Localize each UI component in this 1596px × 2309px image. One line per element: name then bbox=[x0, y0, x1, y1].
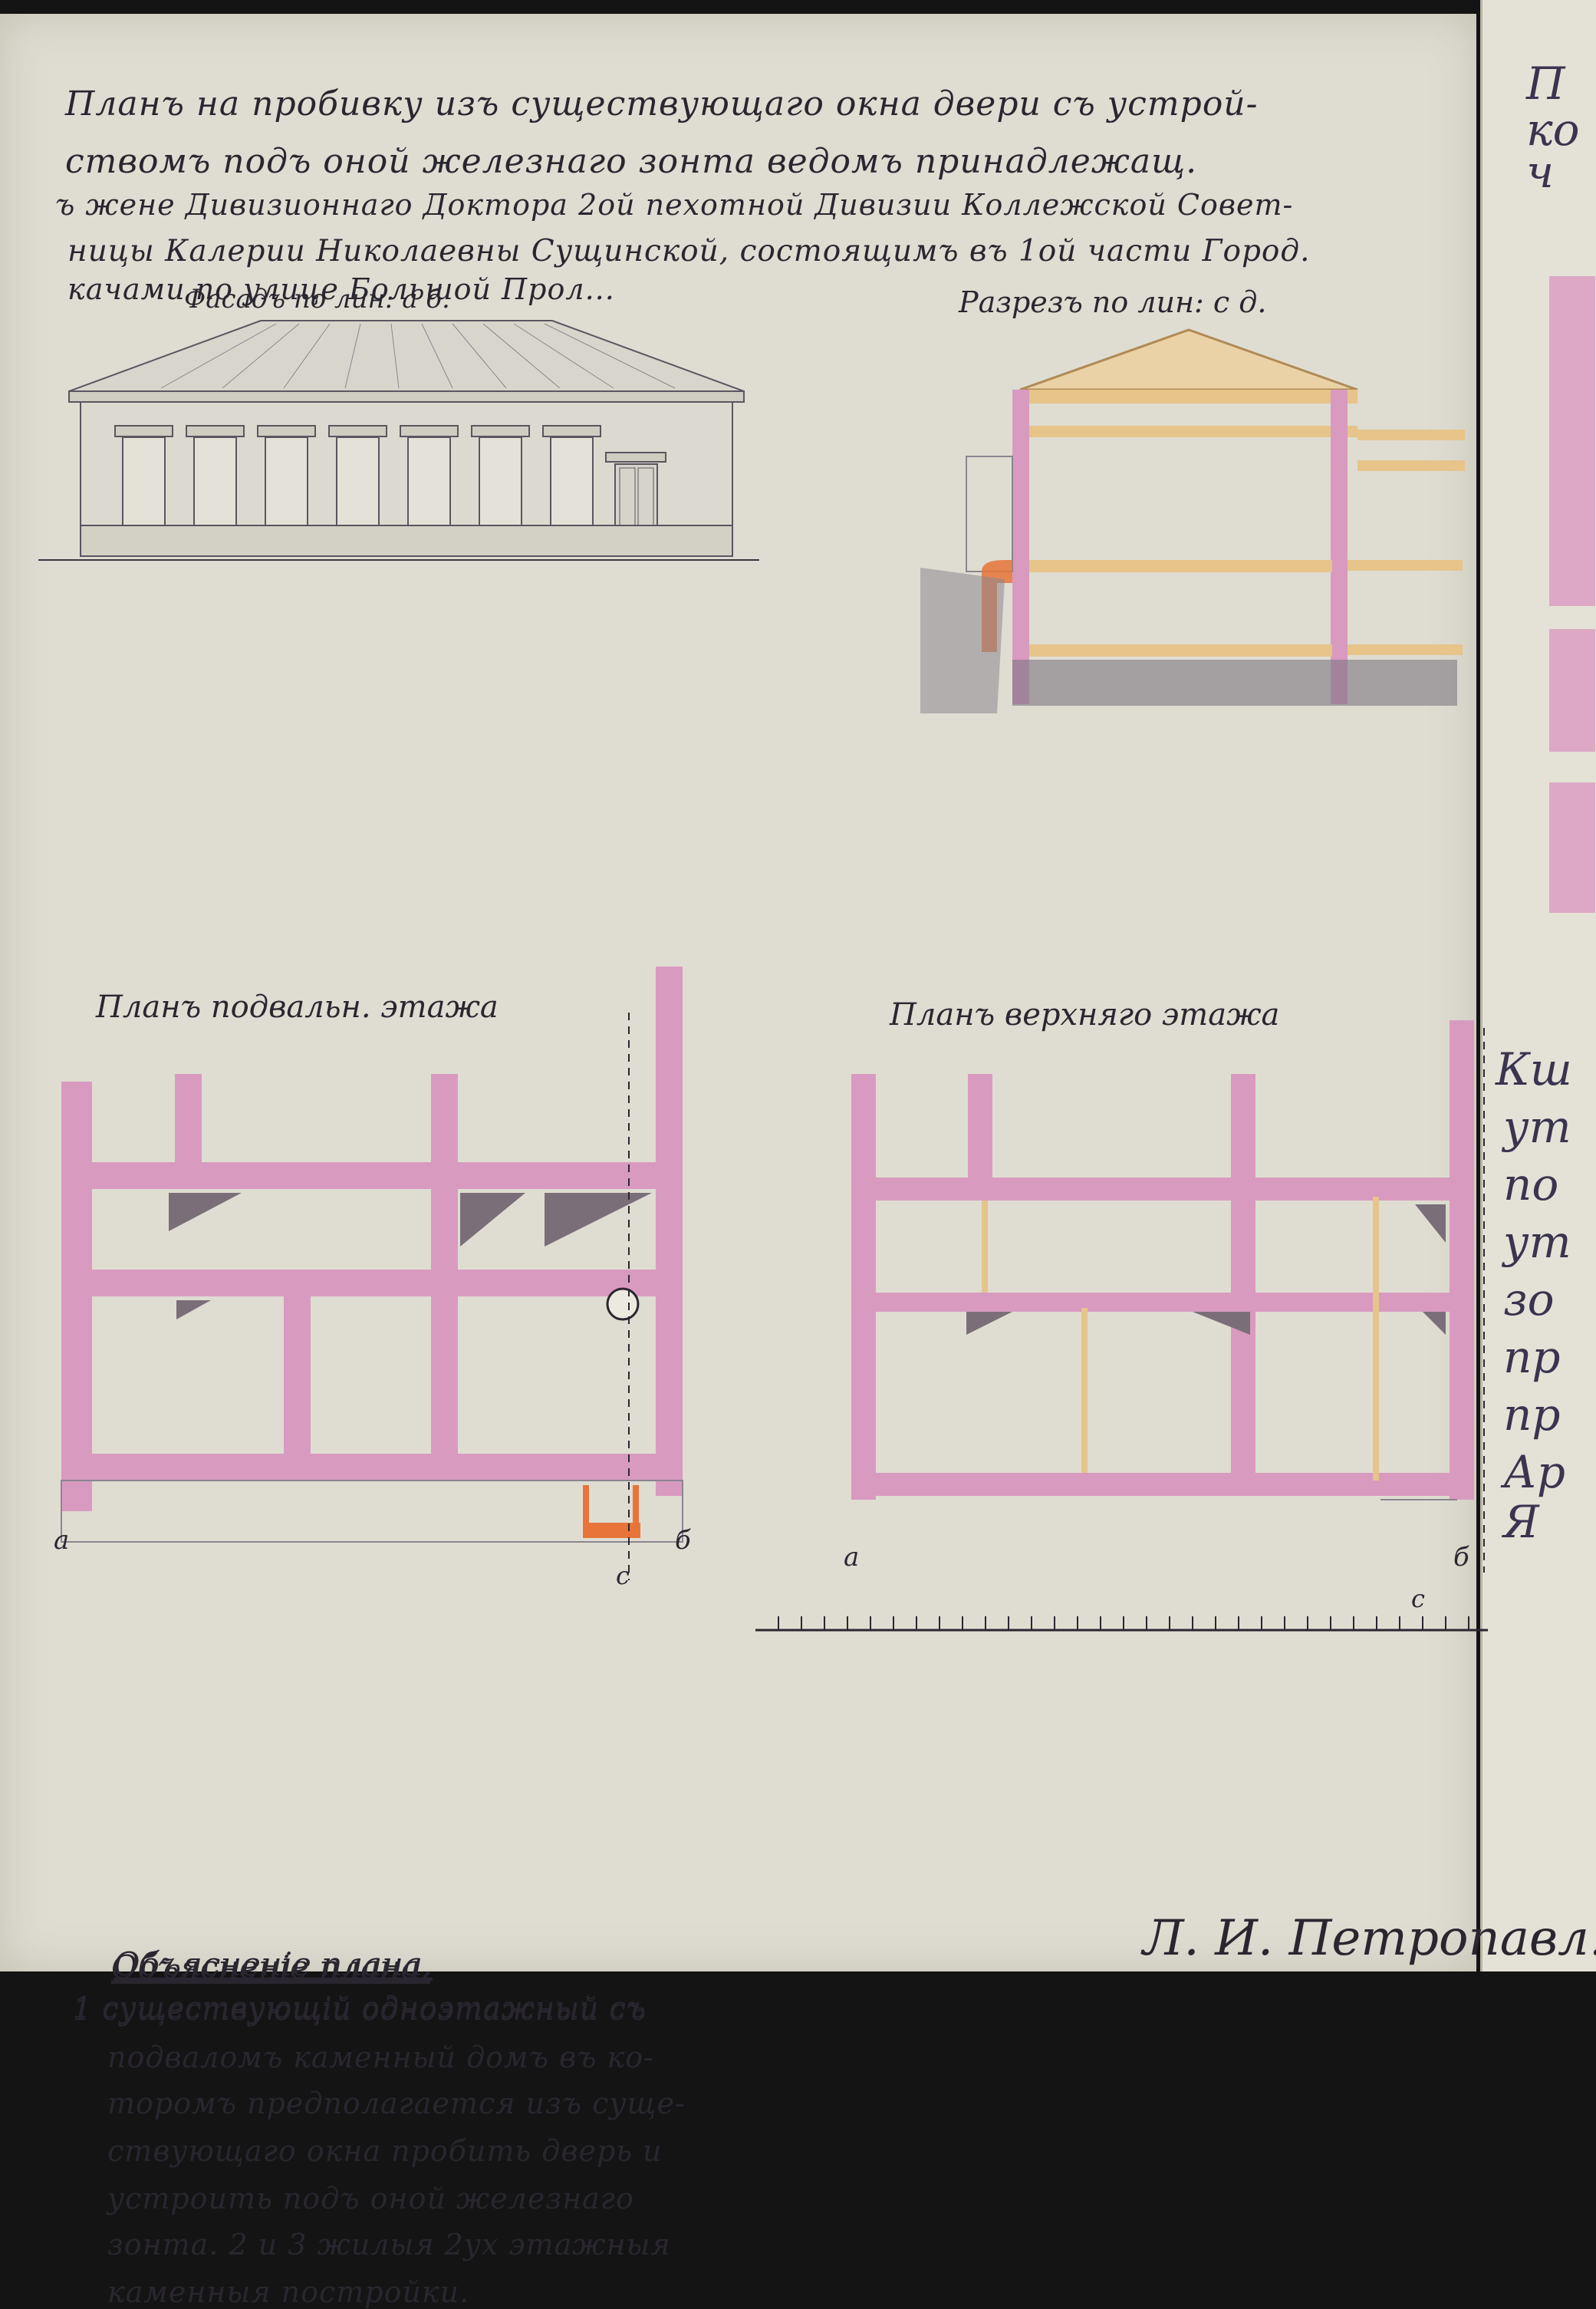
right-margin-line: ут bbox=[1503, 1216, 1571, 1268]
title-line: ницы Калерии Николаевны Сущинской, состо… bbox=[67, 234, 1311, 268]
right-margin-line: пр bbox=[1503, 1388, 1561, 1441]
right-margin-line: ут bbox=[1503, 1101, 1571, 1153]
building-section bbox=[920, 328, 1465, 713]
legend-line-7: каменныя постройки. bbox=[107, 2275, 470, 2309]
marker-b-basement: б bbox=[675, 1525, 691, 1556]
title-line: ъ жене Дивизионнаго Доктора 2ой пехотной… bbox=[55, 188, 1294, 222]
marker-c-upper: с bbox=[1411, 1584, 1425, 1613]
right-margin-line: Ар bbox=[1503, 1446, 1566, 1498]
title-line: качами по улице Большой Прол... bbox=[67, 272, 615, 306]
right-top-line: П bbox=[1526, 58, 1565, 110]
legend-line-2: подваломъ каменный домъ въ ко- bbox=[107, 2041, 654, 2074]
marker-c-basement: с bbox=[616, 1561, 630, 1590]
facade-elevation bbox=[38, 320, 759, 561]
upper-plan-caption: Планъ верхняго этажа bbox=[890, 997, 1280, 1033]
basement-plan-caption: Планъ подвальн. этажа bbox=[96, 990, 499, 1025]
legend-line-5: устроить подъ оной железнаго bbox=[107, 2182, 634, 2215]
legend-line-3: торомъ предполагается изъ суще- bbox=[107, 2087, 686, 2120]
legend-line-4: ствующаго окна пробить дверь и bbox=[107, 2134, 663, 2168]
marker-b-upper: б bbox=[1453, 1542, 1469, 1573]
right-margin-line: зо bbox=[1503, 1273, 1555, 1326]
right-top-line: ч bbox=[1526, 146, 1555, 198]
marker-a-basement: а bbox=[54, 1525, 70, 1556]
legend-line-6: зонта. 2 и 3 жилыя 2ух этажныя bbox=[107, 2228, 671, 2261]
right-sheet-pink-blocks bbox=[1549, 276, 1595, 913]
title-line: ствомъ подъ оной железнаго зонта ведомъ … bbox=[65, 142, 1198, 181]
section-caption: Разрезъ по лин: с д. bbox=[959, 285, 1267, 319]
right-top-line: ко bbox=[1526, 104, 1580, 156]
signature: Л. И. Петропавл... bbox=[1143, 1910, 1596, 1967]
legend-line-1: 1 существующiй одноэтажный съ bbox=[73, 1993, 647, 2027]
facade-caption: Фасадъ по лин: а б. bbox=[184, 284, 450, 315]
upper-plan bbox=[851, 1020, 1485, 1573]
right-margin-line: Кш bbox=[1496, 1043, 1572, 1095]
right-margin-line: по bbox=[1503, 1158, 1559, 1210]
basement-plan bbox=[61, 967, 683, 1580]
right-margin-line: Я bbox=[1503, 1496, 1539, 1548]
marker-a-upper: а bbox=[844, 1542, 860, 1573]
scale-bar bbox=[755, 1616, 1488, 1632]
explanation-heading: Объясненiе плана. bbox=[114, 1945, 433, 1983]
title-line: Планъ на пробивку изъ существующаго окна… bbox=[65, 84, 1259, 124]
right-margin-line: пр bbox=[1503, 1331, 1561, 1383]
